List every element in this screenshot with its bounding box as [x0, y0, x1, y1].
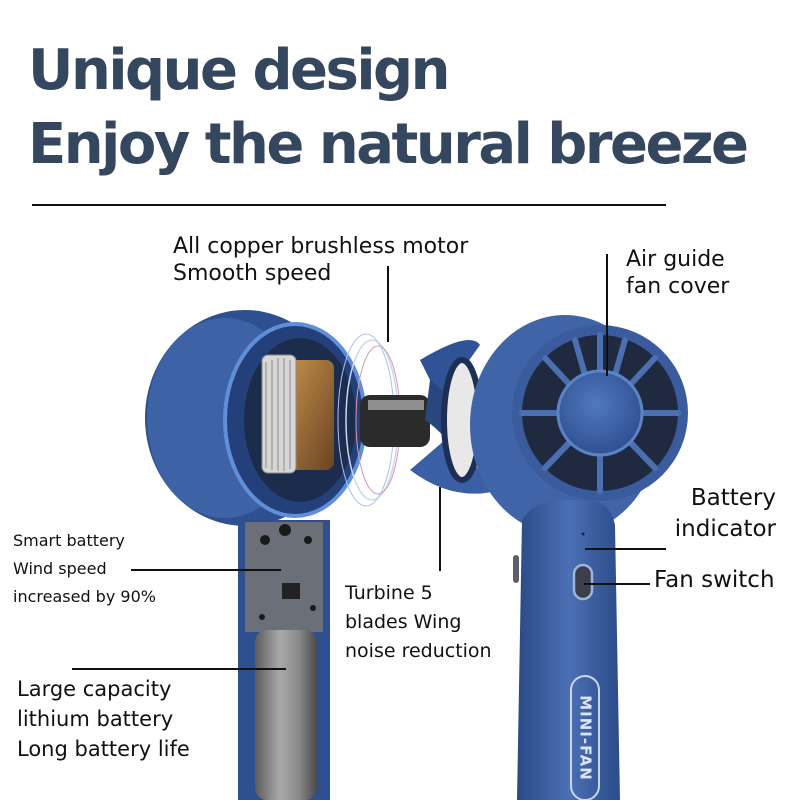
callout-battery-indicator-line-1: Battery [690, 485, 776, 511]
callout-motor-line-2: Smooth speed [173, 261, 332, 287]
callout-smart-battery: Smart battery Wind speed increased by 90… [13, 527, 156, 611]
callout-battery-indicator-line-2: indicator [674, 516, 776, 542]
callout-fan-cover: Air guide fan cover [626, 246, 729, 301]
leader-line-turbine [439, 487, 441, 571]
leader-line-battery-indicator [585, 548, 666, 550]
left-fan-head [145, 310, 430, 526]
callout-fan-switch: Fan switch [654, 566, 775, 595]
callout-fan-cover-line-1: Air guide [626, 247, 725, 272]
callout-fan-cover-line-2: fan cover [626, 274, 730, 300]
divider [32, 204, 666, 206]
left-handle [238, 520, 330, 800]
leader-line-motor [387, 266, 389, 342]
leader-line-smart-battery [131, 569, 281, 571]
callout-motor: All copper brushless motor Smooth speed [173, 233, 468, 288]
turbine-blades [410, 340, 492, 494]
leader-line-lithium-battery [72, 668, 286, 670]
callout-battery-indicator: Battery indicator [654, 483, 776, 545]
callout-smart-battery-line-1: Smart battery [13, 531, 125, 550]
callout-motor-line-1: All copper brushless motor [173, 234, 469, 259]
callout-lithium-battery-line-3: Long battery life [17, 737, 190, 761]
callout-lithium-battery-line-1: Large capacity [17, 677, 172, 701]
leader-line-fan-switch [584, 583, 650, 585]
callout-turbine-line-2: blades Wing [345, 611, 462, 633]
callout-turbine-line-3: noise reduction [345, 640, 492, 662]
leader-line-fan-cover [606, 254, 608, 376]
callout-lithium-battery: Large capacity lithium battery Long batt… [17, 674, 190, 764]
handle-badge: MINI-FAN [577, 695, 595, 781]
callout-turbine-line-1: Turbine 5 [345, 582, 433, 604]
callout-lithium-battery-line-2: lithium battery [17, 707, 174, 731]
fan-switch-button[interactable] [572, 563, 594, 601]
headline-line-2: Enjoy the natural breeze [28, 112, 749, 177]
callout-turbine: Turbine 5 blades Wing noise reduction [345, 579, 492, 666]
callout-smart-battery-line-2: Wind speed [13, 559, 107, 578]
headline-line-1: Unique design [28, 38, 451, 103]
callout-fan-switch-line-1: Fan switch [654, 567, 775, 593]
callout-smart-battery-line-3: increased by 90% [13, 587, 156, 606]
right-fan-head [470, 315, 688, 535]
right-handle: MINI-FAN [513, 500, 620, 800]
